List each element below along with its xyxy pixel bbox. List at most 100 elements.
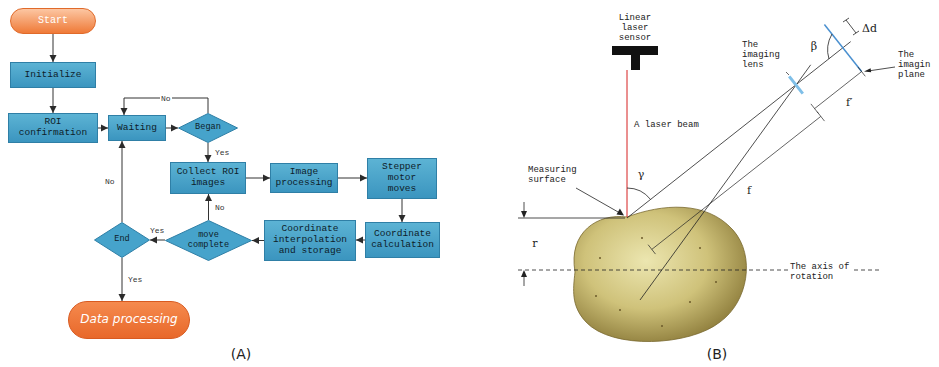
text-block: Waiting bbox=[113, 123, 161, 134]
arrowhead bbox=[205, 194, 212, 201]
arrowhead bbox=[356, 237, 363, 244]
potato-eye bbox=[715, 281, 717, 283]
dimension-tick bbox=[853, 31, 859, 35]
node-label: End bbox=[110, 235, 134, 245]
panel-label: (A) bbox=[224, 346, 258, 362]
node-label: Image processing bbox=[275, 167, 333, 189]
connector bbox=[399, 199, 406, 222]
potato-eye bbox=[641, 237, 643, 239]
node-label: ROI confirmation bbox=[13, 117, 93, 139]
node-label: Collect ROI images bbox=[175, 167, 241, 189]
arrowhead bbox=[150, 237, 157, 244]
edge-label: Yes bbox=[149, 226, 165, 235]
diamond-shape bbox=[95, 223, 150, 258]
text-block: Coordinate interpolation and storage bbox=[269, 224, 351, 257]
connector bbox=[119, 258, 126, 301]
connector bbox=[205, 194, 212, 220]
laser-beam bbox=[627, 70, 628, 217]
connector bbox=[252, 237, 264, 244]
arrowhead bbox=[50, 106, 57, 113]
potato bbox=[574, 207, 747, 341]
node-label: Waiting bbox=[113, 123, 161, 134]
dimension-label: f bbox=[744, 184, 754, 197]
connector bbox=[119, 141, 126, 222]
angle-symbol: γ bbox=[635, 168, 647, 181]
text-block: Collect ROI images bbox=[175, 167, 241, 189]
part-label: Linear laser sensor bbox=[611, 13, 659, 43]
process-box: ROI confirmation bbox=[8, 113, 98, 143]
arrowhead bbox=[121, 108, 128, 115]
arrowhead bbox=[521, 270, 527, 277]
dimension-tick bbox=[817, 112, 824, 121]
light-ray bbox=[640, 65, 811, 300]
text-block: Image processing bbox=[275, 167, 333, 189]
leader-line bbox=[868, 67, 895, 71]
angle-symbol: β bbox=[808, 40, 820, 53]
arrowhead bbox=[171, 125, 178, 132]
process-box: Coordinate interpolation and storage bbox=[264, 220, 356, 261]
potato-eye bbox=[619, 309, 621, 311]
dimension-tick bbox=[858, 67, 865, 76]
leader-line bbox=[786, 72, 789, 75]
arrowhead bbox=[119, 294, 126, 301]
connector bbox=[205, 143, 212, 162]
angle-arc bbox=[627, 188, 651, 199]
edge-label: No bbox=[214, 203, 226, 212]
process-box: Waiting bbox=[108, 115, 166, 141]
diamond-shape bbox=[179, 114, 238, 143]
decision-diamond: End bbox=[94, 222, 150, 258]
decision-diamond: move complete bbox=[165, 220, 252, 261]
potato-eye bbox=[699, 247, 701, 249]
edge-label: Yes bbox=[127, 275, 143, 284]
node-label: Coordinate interpolation and storage bbox=[269, 224, 351, 257]
arrowhead bbox=[205, 155, 212, 162]
connector-line bbox=[122, 141, 123, 222]
diamond-shape bbox=[166, 221, 252, 261]
node-label: Coordinate calculation bbox=[370, 229, 435, 251]
node-label: Stepper motor moves bbox=[372, 162, 432, 195]
extension-line bbox=[518, 218, 625, 219]
arrowhead bbox=[101, 125, 108, 132]
connector bbox=[150, 237, 165, 244]
text-block: Stepper motor moves bbox=[372, 162, 432, 195]
node-label: Data processing bbox=[73, 313, 185, 327]
dimension-line bbox=[846, 20, 856, 33]
edge-label: Yes bbox=[214, 148, 230, 157]
sensor-body bbox=[612, 46, 658, 55]
sensor-stem bbox=[631, 55, 640, 70]
connector bbox=[246, 175, 270, 182]
dimension-label: Δd bbox=[862, 22, 882, 35]
edge-label: No bbox=[160, 94, 172, 103]
text-block: Began bbox=[191, 123, 225, 133]
process-box: Coordinate calculation bbox=[365, 222, 440, 258]
terminal-pill: Start bbox=[10, 8, 96, 34]
node-label: Initialize bbox=[15, 70, 91, 81]
text-block: Coordinate calculation bbox=[370, 229, 435, 251]
decision-diamond: Began bbox=[178, 113, 238, 143]
part-label: The axis of rotation bbox=[790, 262, 854, 282]
text-block: End bbox=[110, 235, 134, 245]
arrowhead bbox=[360, 175, 367, 182]
arrowhead bbox=[50, 55, 57, 62]
potato-eye bbox=[595, 295, 597, 297]
dimension-line bbox=[652, 116, 821, 249]
arrowhead bbox=[119, 141, 126, 148]
text-block: move complete bbox=[187, 231, 231, 251]
process-box: Collect ROI images bbox=[170, 162, 246, 194]
connector bbox=[338, 175, 367, 182]
arrowhead bbox=[521, 211, 527, 218]
part-label: The imaging lens bbox=[742, 40, 786, 70]
part-label: The imagin plane bbox=[898, 50, 935, 80]
part-label: Measuring surface bbox=[528, 165, 590, 185]
connector bbox=[50, 88, 57, 113]
optical-axis bbox=[627, 42, 851, 218]
arrowhead bbox=[617, 209, 625, 216]
connector bbox=[166, 125, 178, 132]
arrowhead bbox=[864, 68, 871, 72]
connector bbox=[98, 125, 108, 132]
text-block: ROI confirmation bbox=[13, 117, 93, 139]
potato-eye bbox=[689, 301, 691, 303]
dimension-tick bbox=[843, 18, 849, 22]
text-block: Data processing bbox=[73, 313, 185, 327]
node-label: move complete bbox=[187, 231, 231, 251]
